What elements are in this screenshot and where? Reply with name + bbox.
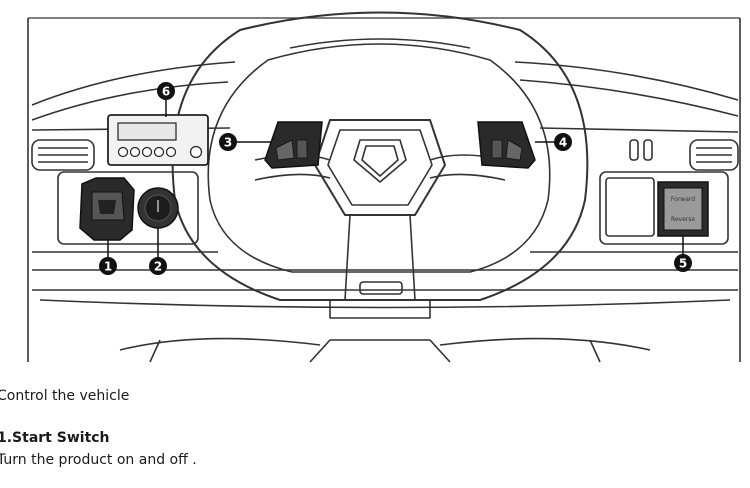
- callout-4: 4: [554, 133, 572, 151]
- forward-reverse-switch: Forward Reverse: [657, 181, 709, 237]
- right-wheel-controls-icon: [477, 121, 536, 169]
- svg-text:2: 2: [154, 260, 162, 274]
- section-description: Turn the product on and off .: [0, 452, 197, 468]
- callout-2: 2: [149, 257, 167, 275]
- svg-text:4: 4: [559, 136, 567, 150]
- svg-text:1: 1: [104, 260, 112, 274]
- svg-text:6: 6: [162, 85, 170, 99]
- callout-5: 5: [674, 254, 692, 272]
- switch-label-reverse: Reverse: [671, 216, 695, 223]
- section-intro-text: Control the vehicle: [0, 388, 130, 404]
- radio-unit: [107, 114, 209, 166]
- callout-6: 6: [157, 82, 175, 100]
- svg-text:5: 5: [679, 257, 687, 271]
- dashboard-diagram: Forward Reverse 6 3 4 1 2 5: [27, 11, 741, 363]
- callout-3: 3: [219, 133, 237, 151]
- svg-text:3: 3: [224, 136, 232, 150]
- start-switch-icon: [79, 177, 135, 241]
- section-heading: 1.Start Switch: [0, 430, 110, 446]
- left-wheel-controls-icon: [264, 121, 323, 169]
- power-button-icon: [137, 187, 179, 229]
- switch-label-forward: Forward: [671, 196, 695, 203]
- callout-1: 1: [99, 257, 117, 275]
